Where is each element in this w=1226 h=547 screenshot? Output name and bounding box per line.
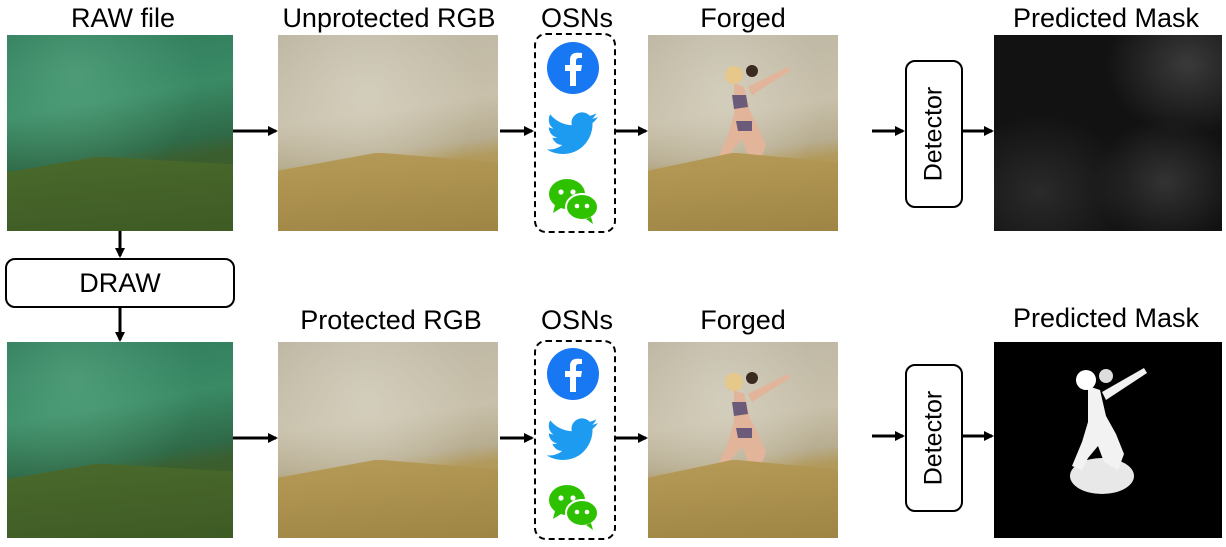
facebook-icon xyxy=(547,348,599,400)
osns-top-label: OSNs xyxy=(540,3,613,33)
predicted-mask-bottom-image xyxy=(994,342,1222,538)
draw-label: DRAW xyxy=(79,267,161,298)
twitter-icon xyxy=(546,112,598,154)
mask-silhouette xyxy=(1070,368,1147,494)
forged-image-bottom xyxy=(648,342,838,538)
predicted-mask-top-image xyxy=(994,35,1222,231)
raw-image-top xyxy=(7,35,233,231)
detector-box-bottom: Detector xyxy=(905,364,963,512)
predicted-mask-top-label: Predicted Mask xyxy=(1012,3,1200,33)
forged-top-label: Forged xyxy=(700,3,786,33)
protected-rgb-label: Protected RGB xyxy=(300,305,482,335)
raw-image-bottom xyxy=(7,342,233,538)
wechat-icon xyxy=(549,179,599,224)
forged-bottom-label: Forged xyxy=(700,305,786,335)
forged-image-top xyxy=(648,35,838,231)
osns-bottom-label: OSNs xyxy=(540,305,613,335)
facebook-icon xyxy=(547,42,599,94)
unprotected-rgb-image xyxy=(278,35,498,231)
twitter-icon xyxy=(546,418,598,460)
predicted-mask-bottom-label: Predicted Mask xyxy=(1012,303,1200,333)
wechat-icon xyxy=(549,485,599,530)
detector-box-top: Detector xyxy=(905,60,963,208)
draw-box: DRAW xyxy=(5,258,235,308)
raw-file-label: RAW file xyxy=(70,3,175,33)
protected-rgb-image xyxy=(278,342,498,538)
unprotected-rgb-label: Unprotected RGB xyxy=(282,3,496,33)
